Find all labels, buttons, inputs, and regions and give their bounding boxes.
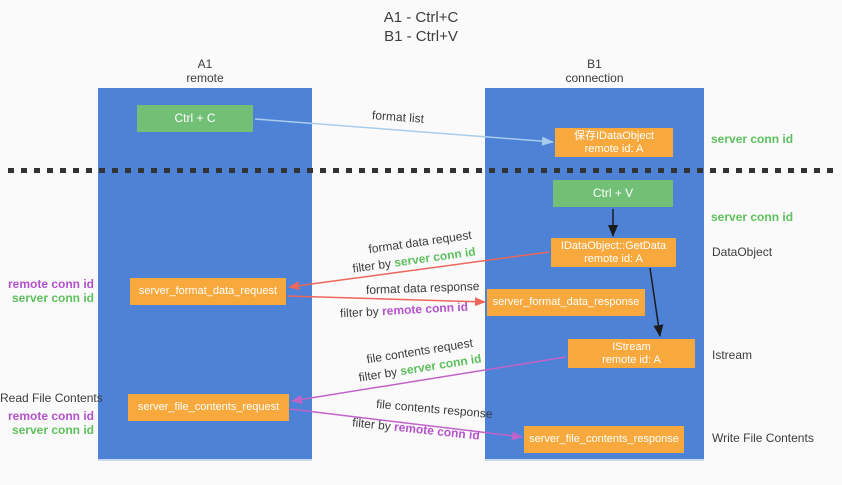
filter-by-text-4: filter by (351, 415, 395, 434)
file-contents-response-label: file contents response (375, 396, 494, 422)
column-b1-subtitle: connection (565, 71, 624, 85)
istream-side-label: Istream (712, 348, 753, 362)
right-server-conn-id-top: server conn id (711, 132, 794, 146)
column-header-b1: B1 connection (485, 57, 704, 85)
remote-conn-id-text-2: remote conn id (393, 419, 481, 443)
left-remote-conn-id-top: remote conn id (7, 277, 94, 291)
node-getdata-line1: IDataObject::GetData (560, 239, 667, 252)
remote-conn-id-text-1: remote conn id (381, 299, 469, 319)
left-server-conn-id-top: server conn id (11, 291, 94, 305)
column-a1-subtitle: remote (186, 71, 224, 85)
node-format-request-label: server_format_data_request (138, 285, 278, 297)
node-save-idataobject-line2: remote id: A (584, 142, 644, 155)
title-line-1: A1 - Ctrl+C (383, 9, 459, 26)
format-list-label: format list (371, 108, 425, 126)
right-server-conn-id-mid: server conn id (711, 210, 794, 224)
node-istream: IStream remote id: A (568, 339, 695, 368)
left-server-conn-id-bottom: server conn id (11, 423, 94, 437)
node-getdata-line2: remote id: A (584, 252, 643, 265)
node-format-response-label: server_format_data_response (492, 296, 640, 308)
column-header-a1: A1 remote (98, 57, 312, 85)
filter-by-text-3: filter by (357, 364, 402, 385)
node-file-response-label: server_file_contents_response (529, 433, 679, 445)
file-contents-response-filter-label: filter by remote conn id (352, 415, 481, 442)
node-file-request-label: server_file_contents_request (137, 401, 280, 413)
node-ctrl-c-label: Ctrl + C (174, 111, 216, 125)
diagram-title: A1 - Ctrl+C B1 - Ctrl+V (0, 8, 842, 46)
node-server-file-contents-response: server_file_contents_response (524, 426, 684, 453)
dotted-separator (8, 168, 836, 173)
node-istream-line1: IStream (612, 340, 651, 353)
filter-by-text-2: filter by (339, 304, 383, 321)
filter-by-text-1: filter by (351, 255, 396, 276)
left-remote-conn-id-bottom: remote conn id (7, 409, 94, 423)
node-save-idataobject-line1: 保存IDataObject (573, 129, 655, 142)
node-server-file-contents-request: server_file_contents_request (128, 394, 289, 421)
write-file-contents-label: Write File Contents (712, 431, 814, 445)
left-conn-id-block-bottom: remote conn id server conn id (0, 409, 94, 437)
title-line-2: B1 - Ctrl+V (384, 28, 458, 45)
read-file-contents-label: Read File Contents (0, 391, 103, 405)
dataobject-side-label: DataObject (712, 245, 773, 259)
node-server-format-data-response: server_format_data_response (487, 289, 645, 316)
format-data-response-filter-label: filter by remote conn id (340, 300, 469, 321)
node-server-format-data-request: server_format_data_request (130, 278, 286, 305)
node-ctrl-v-label: Ctrl + V (592, 186, 634, 200)
node-idataobject-getdata: IDataObject::GetData remote id: A (551, 238, 676, 267)
column-a1-name: A1 (197, 57, 213, 71)
column-b1-name: B1 (587, 57, 602, 71)
node-ctrl-c: Ctrl + C (137, 105, 253, 132)
left-conn-id-block-top: remote conn id server conn id (0, 277, 94, 305)
node-istream-line2: remote id: A (602, 353, 661, 366)
format-data-response-label: format data response (365, 279, 480, 297)
node-ctrl-v: Ctrl + V (553, 180, 673, 207)
node-save-idataobject: 保存IDataObject remote id: A (555, 128, 673, 157)
